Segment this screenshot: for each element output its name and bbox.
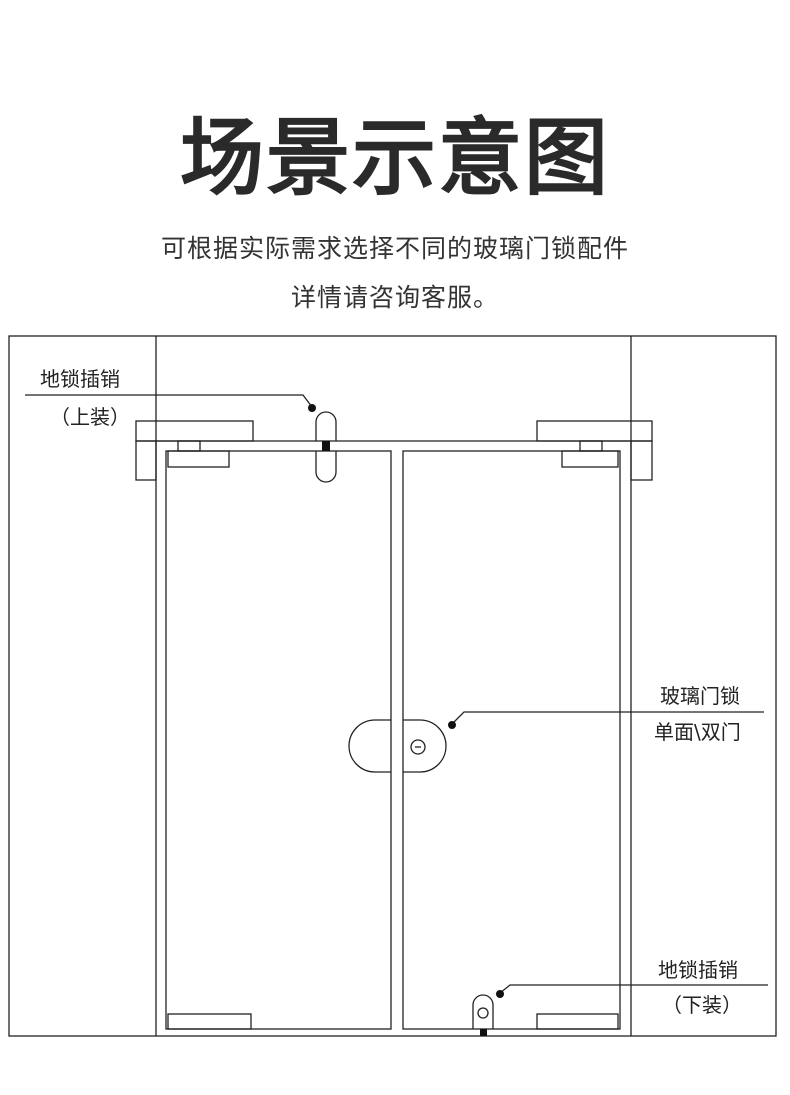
- page-title: 场景示意图: [179, 109, 610, 207]
- callout-door-lock-name: 玻璃门锁: [660, 684, 740, 708]
- callout-door-lock-type: 单面\双门: [654, 720, 741, 744]
- callout-top-bolt-mount: （上装）: [50, 405, 130, 429]
- callout-door-lock: 玻璃门锁 单面\双门: [448, 684, 764, 744]
- glass-door-lock: [348, 719, 447, 773]
- left-door-panel: [165, 450, 392, 1030]
- callout-bottom-bolt-name: 地锁插销: [658, 958, 738, 982]
- top-bolt-fitting: [315, 411, 337, 483]
- right-door-panel: [402, 450, 621, 1030]
- bottom-bolt-fitting: [472, 994, 494, 1036]
- subtitle-line-1: 可根据实际需求选择不同的玻璃门锁配件: [160, 234, 629, 263]
- callout-top-bolt: 地锁插销 （上装）: [25, 367, 316, 429]
- callout-bottom-bolt-mount: （下装）: [662, 993, 742, 1017]
- outer-frame: [8, 335, 777, 1037]
- callout-bottom-bolt: 地锁插销 （下装）: [496, 958, 768, 1017]
- subtitle-line-2: 详情请咨询客服。: [290, 283, 499, 312]
- callout-top-bolt-name: 地锁插销: [40, 367, 120, 391]
- left-top-patch-fitting: [135, 420, 254, 481]
